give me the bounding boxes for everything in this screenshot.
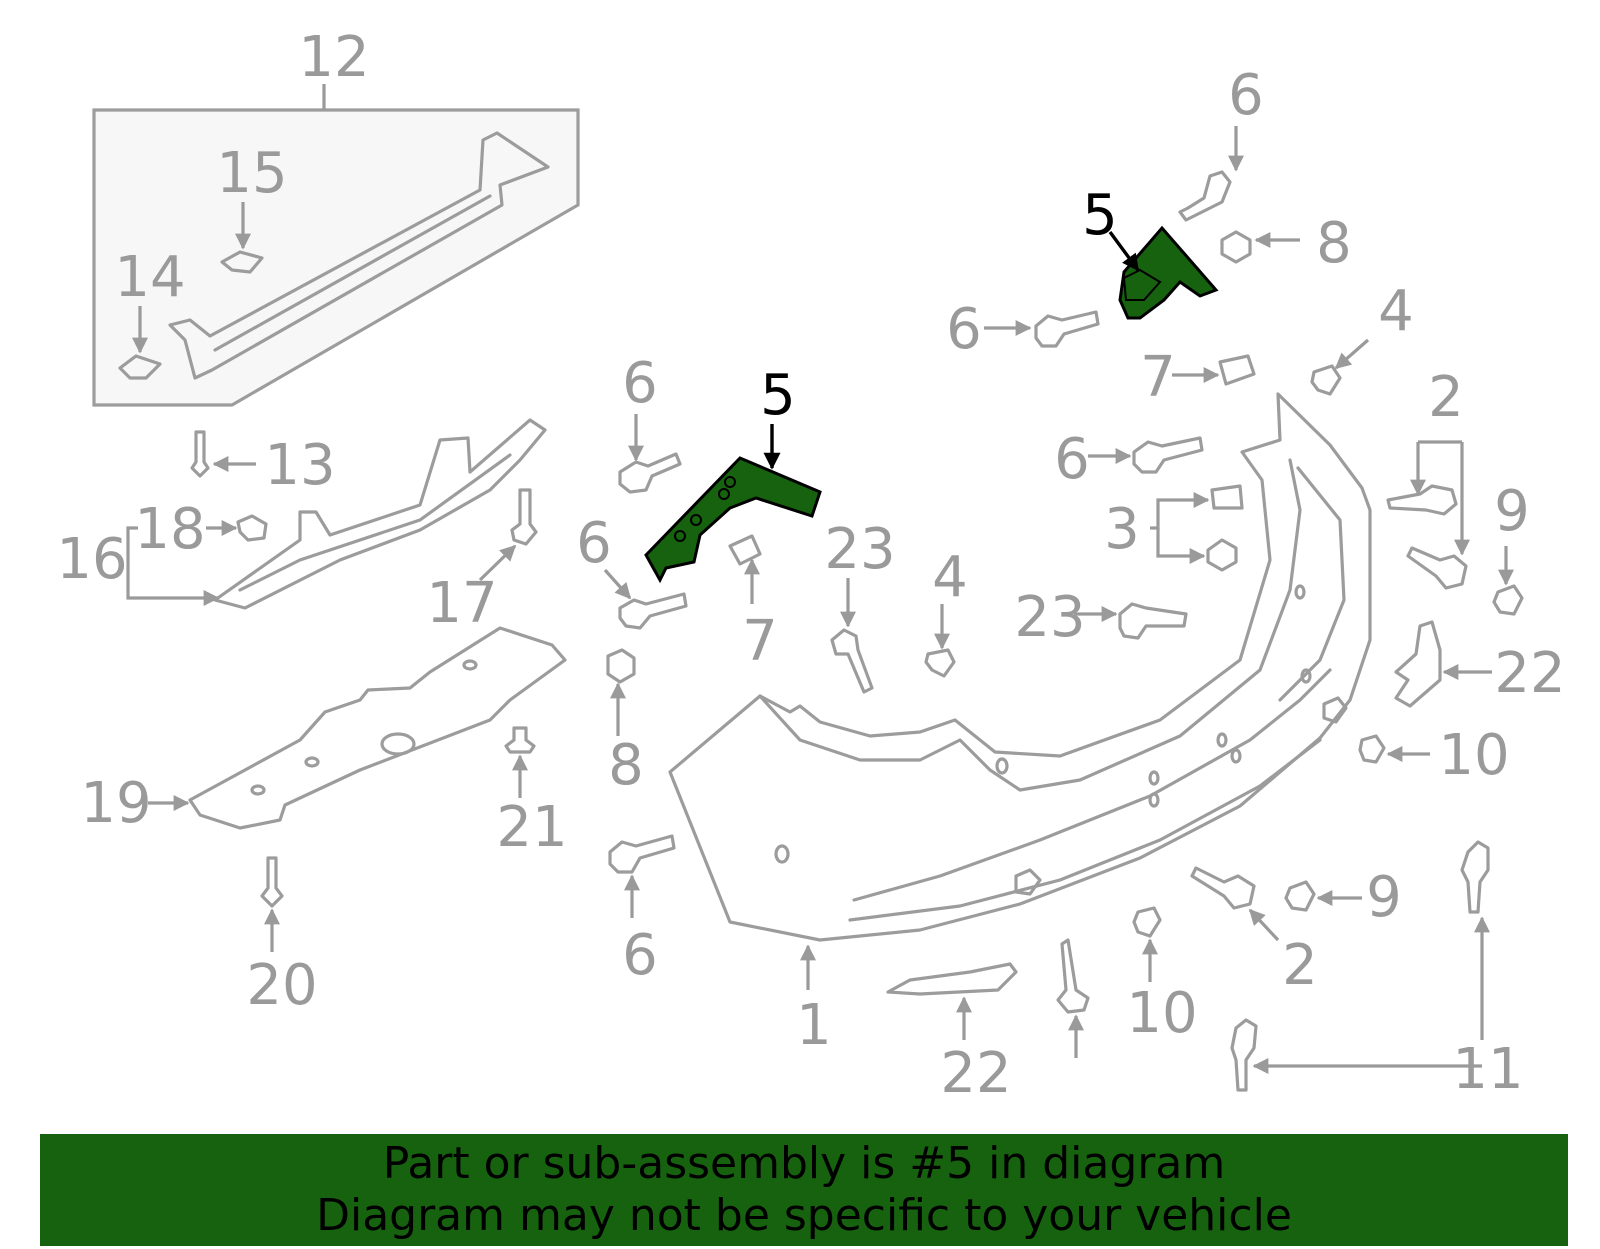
banner-line-2: Diagram may not be specific to your vehi…: [316, 1190, 1292, 1241]
callout-6-d: 6: [1228, 63, 1264, 128]
callout-12: 12: [298, 25, 369, 90]
part-5-bracket-right: [1118, 225, 1219, 320]
callout-5-right: 5: [1082, 183, 1118, 248]
callout-6-e: 6: [946, 297, 982, 362]
callout-5-left: 5: [760, 363, 796, 428]
part-23-bolt-b: [1118, 602, 1188, 640]
callout-11: 11: [1452, 1037, 1523, 1102]
callout-10-a: 10: [1438, 723, 1509, 788]
part-22-bracket-b: [886, 962, 1018, 996]
callout-9-a: 9: [1494, 479, 1530, 544]
part-19-undercover: [188, 626, 567, 830]
part-23-bolt-a: [830, 628, 874, 694]
part-12-panel: [168, 131, 550, 380]
part-1-bumper-cover: [668, 392, 1372, 942]
callout-22-a: 22: [1494, 641, 1565, 706]
part-9-clip-a: [1492, 584, 1524, 616]
callout-4-left: 4: [932, 545, 968, 610]
part-9-clip-b: [1284, 880, 1316, 912]
part-10-clip-a: [1358, 734, 1386, 764]
callout-8-right: 8: [1316, 211, 1352, 276]
part-3-clip-a: [1210, 484, 1244, 510]
part-8-nut-left: [606, 648, 636, 684]
info-banner: Part or sub-assembly is #5 in diagram Di…: [40, 1134, 1568, 1246]
callout-17: 17: [426, 571, 497, 636]
part-6-bolt-a: [618, 452, 682, 494]
part-7-clip-right: [1218, 354, 1256, 386]
part-13-bolt: [190, 430, 210, 478]
part-3-clip-b: [1206, 538, 1238, 572]
callout-9-b: 9: [1366, 865, 1402, 930]
callout-8-left: 8: [608, 733, 644, 798]
part-6-bolt-d: [1178, 170, 1232, 222]
callout-16: 16: [56, 527, 127, 592]
callout-23-a: 23: [824, 517, 895, 582]
callout-22-b: 22: [940, 1041, 1011, 1106]
part-6-bolt-f: [1132, 436, 1204, 474]
part-2-screw-c: [1190, 866, 1256, 910]
part-6-bolt-b: [618, 592, 688, 630]
callout-13: 13: [264, 433, 335, 498]
callout-23-b: 23: [1014, 585, 1085, 650]
part-7-clip-left: [728, 534, 762, 566]
callout-2-ab: 2: [1428, 365, 1464, 430]
part-6-bolt-e: [1034, 310, 1100, 348]
part-14-clip: [118, 354, 162, 380]
part-16-bracket: [213, 418, 547, 610]
part-4-clip-right: [1310, 364, 1342, 396]
callout-15: 15: [216, 141, 287, 206]
callout-2-c: 2: [1282, 933, 1318, 998]
part-11-sensor-holder-a: [1460, 840, 1490, 914]
callout-6-b: 6: [576, 511, 612, 576]
banner-line-1: Part or sub-assembly is #5 in diagram: [382, 1138, 1226, 1189]
part-12-inset-box: [92, 84, 580, 407]
callout-4-right: 4: [1378, 279, 1414, 344]
callout-1: 1: [796, 993, 832, 1058]
part-4-clip-left: [924, 648, 956, 678]
callout-20: 20: [246, 953, 317, 1018]
part-10-clip-b: [1132, 906, 1162, 938]
part-17-bolt: [510, 488, 538, 546]
callout-3: 3: [1104, 497, 1140, 562]
part-15-clip: [220, 250, 264, 274]
callout-19: 19: [80, 771, 151, 836]
part-8-nut-right: [1220, 230, 1252, 264]
part-11-sensor-holder-b: [1230, 1018, 1258, 1092]
part-22-bracket-a: [1394, 620, 1442, 708]
part-21-pin: [504, 726, 536, 754]
callout-6-c: 6: [622, 923, 658, 988]
callout-6-a: 6: [622, 351, 658, 416]
part-6-bolt-c: [608, 834, 676, 874]
part-5-bracket-left: [644, 456, 822, 584]
callout-14: 14: [114, 245, 185, 310]
callout-7-right: 7: [1140, 345, 1176, 410]
callout-6-f: 6: [1054, 427, 1090, 492]
part-2-screw-b: [1406, 546, 1468, 590]
callout-10-b: 10: [1126, 981, 1197, 1046]
part-2-screw-a: [1386, 484, 1458, 516]
callout-21: 21: [496, 795, 567, 860]
part-20-bolt: [260, 856, 284, 908]
part-18-clip: [236, 514, 268, 542]
part-2-screw-d: [1056, 938, 1090, 1014]
callout-18: 18: [134, 497, 205, 562]
callout-7-left: 7: [742, 609, 778, 674]
